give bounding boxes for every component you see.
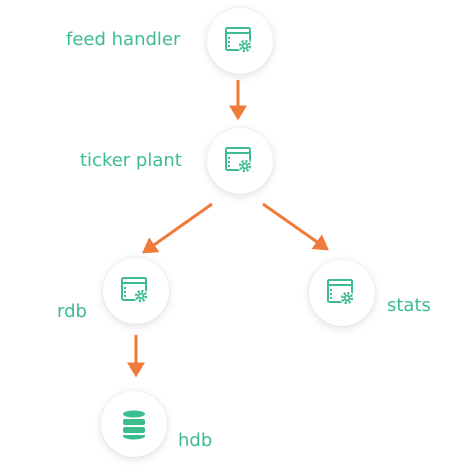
hdb-node bbox=[101, 391, 167, 457]
app-gear-icon bbox=[225, 147, 252, 173]
feed-handler-label: feed handler bbox=[66, 29, 181, 50]
arrow-ticker-plant-to-stats bbox=[262, 202, 329, 251]
rdb-node bbox=[103, 258, 169, 324]
feed-handler-node bbox=[207, 8, 273, 74]
database-icon bbox=[123, 410, 145, 440]
app-gear-icon bbox=[121, 277, 148, 303]
arrow-ticker-plant-to-rdb bbox=[142, 202, 213, 254]
ticker-plant-label: ticker plant bbox=[80, 150, 182, 171]
ticker-plant-node bbox=[207, 128, 273, 194]
rdb-label: rdb bbox=[57, 301, 87, 322]
stats-label: stats bbox=[387, 295, 431, 316]
hdb-label: hdb bbox=[178, 430, 213, 451]
stats-node bbox=[309, 260, 375, 326]
app-gear-icon bbox=[225, 27, 252, 53]
app-gear-icon bbox=[327, 279, 354, 305]
